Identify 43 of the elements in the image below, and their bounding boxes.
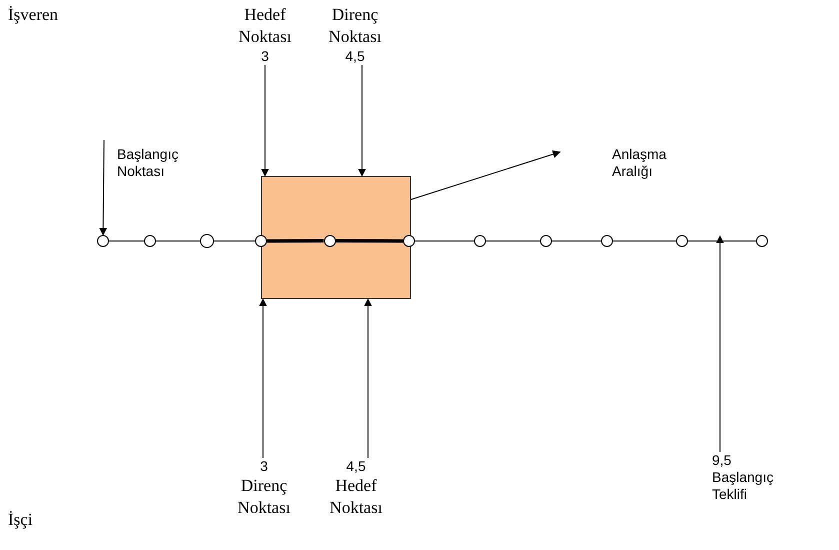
point-name: Hedef Noktası bbox=[238, 4, 292, 48]
arrow bbox=[99, 140, 108, 236]
party-label: İşçi bbox=[8, 509, 33, 531]
arrow bbox=[716, 235, 724, 452]
arrow bbox=[410, 150, 561, 200]
point-circle bbox=[403, 235, 415, 247]
point-circle bbox=[324, 234, 336, 247]
scale-line bbox=[486, 240, 540, 242]
range-box bbox=[261, 176, 411, 299]
point-name: Direnç Noktası bbox=[328, 4, 382, 48]
point-circle bbox=[474, 235, 486, 247]
scale-line bbox=[552, 240, 602, 242]
point-value: 4,5 bbox=[345, 458, 367, 475]
point-name: Başlangıç Noktası bbox=[117, 146, 180, 180]
scale-line bbox=[214, 240, 256, 242]
point-value: 9,5 bbox=[712, 452, 732, 469]
point-value: 4,5 bbox=[344, 48, 366, 65]
point-circle bbox=[601, 235, 613, 247]
point-name: Direnç Noktası bbox=[236, 475, 292, 519]
scale-line bbox=[414, 240, 474, 242]
scale-line bbox=[108, 240, 144, 242]
scale-line bbox=[612, 240, 676, 242]
point-circle bbox=[540, 235, 552, 247]
point-name: Hedef Noktası bbox=[328, 475, 384, 519]
arrow bbox=[358, 64, 366, 177]
arrow bbox=[261, 64, 269, 177]
scale-line bbox=[336, 238, 403, 243]
scale-line bbox=[156, 240, 200, 242]
point-name: Anlaşma Aralığı bbox=[612, 146, 668, 180]
point-circle bbox=[756, 235, 768, 247]
point-circle bbox=[97, 235, 109, 247]
party-label: İşveren bbox=[8, 4, 58, 26]
scale-line bbox=[266, 238, 324, 243]
scale-line bbox=[688, 240, 756, 242]
point-value: 3 bbox=[259, 458, 269, 475]
point-name: Başlangıç Teklifi bbox=[712, 469, 774, 503]
point-circle bbox=[676, 235, 688, 247]
point-value: 3 bbox=[260, 48, 270, 65]
point-circle bbox=[200, 234, 214, 248]
arrow bbox=[259, 298, 267, 458]
arrow bbox=[364, 298, 372, 458]
point-circle bbox=[255, 235, 267, 247]
point-circle bbox=[144, 235, 156, 247]
